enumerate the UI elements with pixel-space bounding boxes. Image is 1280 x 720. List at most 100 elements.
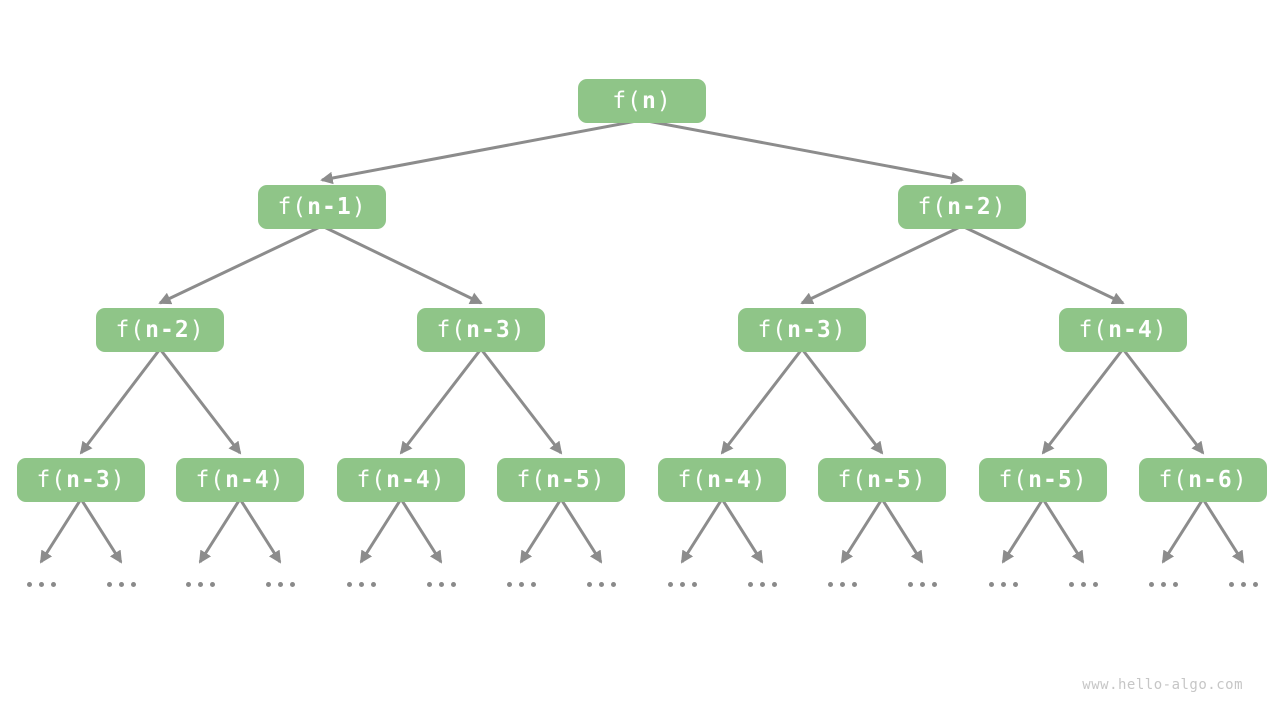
ellipsis-leaf [747, 581, 777, 587]
tree-edge-arrow [1121, 348, 1205, 455]
ellipsis-dot [50, 581, 56, 587]
tree-node-f(n-2): f(n-2) [96, 308, 224, 352]
tree-edge-arrow [680, 498, 724, 564]
ellipsis-leaf [426, 581, 456, 587]
tree-node-f(n-6): f(n-6) [1139, 458, 1267, 502]
tree-edge-arrow [1201, 498, 1245, 564]
ellipsis-dot [907, 581, 913, 587]
ellipsis-dot [747, 581, 753, 587]
tree-node-f(n-5): f(n-5) [497, 458, 625, 502]
tree-node-f(n-3): f(n-3) [417, 308, 545, 352]
tree-edge-arrow [1041, 498, 1085, 564]
ellipsis-dot [598, 581, 604, 587]
tree-node-f(n-4): f(n-4) [176, 458, 304, 502]
tree-edge-arrow [399, 348, 483, 455]
watermark: www.hello-algo.com [1082, 677, 1243, 693]
ellipsis-leaf [586, 581, 616, 587]
ellipsis-dot [426, 581, 432, 587]
tree-edge-arrow [1161, 498, 1205, 564]
ellipsis-dot [1092, 581, 1098, 587]
ellipsis-dot [438, 581, 444, 587]
tree-edge-arrow [559, 498, 603, 564]
ellipsis-dot [988, 581, 994, 587]
ellipsis-dot [277, 581, 283, 587]
tree-edge-arrow [880, 498, 924, 564]
tree-node-f(n-2): f(n-2) [898, 185, 1026, 229]
ellipsis-dot [1172, 581, 1178, 587]
ellipsis-dot [586, 581, 592, 587]
tree-edge-arrow [720, 498, 764, 564]
ellipsis-dot [610, 581, 616, 587]
tree-edge-arrow [519, 498, 563, 564]
ellipsis-dot [931, 581, 937, 587]
ellipsis-leaf [26, 581, 56, 587]
ellipsis-dot [265, 581, 271, 587]
ellipsis-dot [691, 581, 697, 587]
ellipsis-dot [1000, 581, 1006, 587]
ellipsis-leaf [506, 581, 536, 587]
tree-edge-arrow [800, 224, 963, 305]
ellipsis-dot [839, 581, 845, 587]
ellipsis-dot [518, 581, 524, 587]
ellipsis-leaf [1228, 581, 1258, 587]
tree-node-f(n): f(n) [578, 79, 706, 123]
tree-node-f(n-4): f(n-4) [337, 458, 465, 502]
ellipsis-dot [358, 581, 364, 587]
ellipsis-leaf [907, 581, 937, 587]
ellipsis-dot [1080, 581, 1086, 587]
ellipsis-leaf [265, 581, 295, 587]
tree-edge-arrow [1041, 348, 1125, 455]
tree-edge-arrow [840, 498, 884, 564]
ellipsis-leaf [1068, 581, 1098, 587]
ellipsis-dot [118, 581, 124, 587]
tree-edge-arrow [39, 498, 83, 564]
ellipsis-dot [450, 581, 456, 587]
ellipsis-leaf [667, 581, 697, 587]
ellipsis-leaf [185, 581, 215, 587]
ellipsis-leaf [827, 581, 857, 587]
tree-node-f(n-4): f(n-4) [658, 458, 786, 502]
ellipsis-leaf [1148, 581, 1178, 587]
tree-edge-arrow [800, 348, 884, 455]
ellipsis-dot [679, 581, 685, 587]
tree-node-f(n-3): f(n-3) [738, 308, 866, 352]
ellipsis-dot [346, 581, 352, 587]
ellipsis-leaf [346, 581, 376, 587]
ellipsis-dot [759, 581, 765, 587]
ellipsis-dot [209, 581, 215, 587]
tree-node-f(n-5): f(n-5) [979, 458, 1107, 502]
ellipsis-dot [919, 581, 925, 587]
ellipsis-dot [26, 581, 32, 587]
tree-edge-arrow [359, 498, 403, 564]
ellipsis-dot [1160, 581, 1166, 587]
ellipsis-dot [130, 581, 136, 587]
tree-edge-arrow [79, 498, 123, 564]
ellipsis-dot [1068, 581, 1074, 587]
ellipsis-dot [289, 581, 295, 587]
tree-node-f(n-1): f(n-1) [258, 185, 386, 229]
ellipsis-dot [1240, 581, 1246, 587]
tree-edge-arrow [158, 348, 242, 455]
tree-edge-arrow [399, 498, 443, 564]
ellipsis-dot [851, 581, 857, 587]
ellipsis-dot [1012, 581, 1018, 587]
ellipsis-dot [827, 581, 833, 587]
ellipsis-dot [771, 581, 777, 587]
ellipsis-dot [1252, 581, 1258, 587]
ellipsis-dot [106, 581, 112, 587]
tree-edge-arrow [479, 348, 563, 455]
tree-node-f(n-4): f(n-4) [1059, 308, 1187, 352]
tree-edge-arrow [641, 118, 964, 185]
tree-node-f(n-3): f(n-3) [17, 458, 145, 502]
tree-edge-arrow [79, 348, 162, 455]
ellipsis-leaf [106, 581, 136, 587]
ellipsis-dot [1148, 581, 1154, 587]
ellipsis-dot [370, 581, 376, 587]
ellipsis-dot [185, 581, 191, 587]
ellipsis-dot [667, 581, 673, 587]
tree-node-f(n-5): f(n-5) [818, 458, 946, 502]
tree-edge-arrow [1001, 498, 1045, 564]
ellipsis-leaf [988, 581, 1018, 587]
